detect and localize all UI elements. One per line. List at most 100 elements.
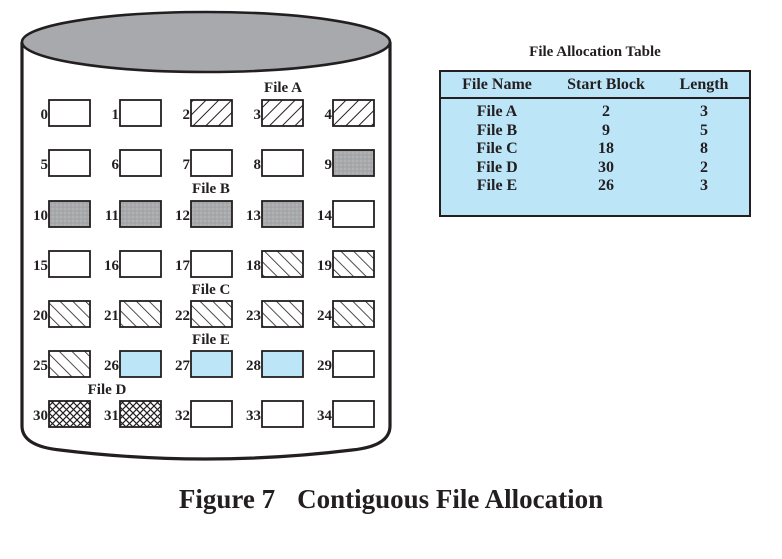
disk-block-29: 29 [317,350,375,378]
disk-block-13: 13 [246,200,304,228]
block-free [119,250,162,278]
block-file-e [261,350,304,378]
block-free [190,250,233,278]
figure-title: Contiguous File Allocation [297,484,604,514]
block-number: 32 [175,408,190,424]
fat-header-row: File Name Start Block Length [441,72,749,99]
disk-block-2: 2 [183,99,233,127]
disk-block-18: 18 [246,250,304,278]
block-number: 7 [183,157,191,173]
block-number: 15 [33,258,48,274]
fat-cell-length: 8 [700,140,708,157]
block-file-c [119,300,162,328]
disk-block-30: 30 [33,400,91,428]
fat-cell-file-name: File E [476,177,518,194]
cylinder-top [20,10,392,74]
block-free [48,250,91,278]
disk-block-22: 22 [175,300,233,328]
block-file-b [48,200,91,228]
file-label-c: File C [192,282,231,298]
fat-cell-start-block: 9 [602,121,610,139]
disk-block-7: 7 [183,149,233,177]
fat-cell-file-name: File C [476,140,518,157]
block-number: 28 [246,358,261,374]
block-free [119,99,162,127]
block-number: 1 [112,107,120,123]
block-number: 3 [254,107,262,123]
disk-block-14: 14 [317,200,375,228]
block-number: 4 [325,107,333,123]
fat-cell-length: 3 [700,103,708,120]
block-number: 8 [254,157,262,173]
file-allocation-table: File Name Start Block Length File A 2 3 … [439,70,751,217]
block-free [261,400,304,428]
block-number: 20 [33,308,48,324]
block-number: 12 [175,208,190,224]
block-free [119,149,162,177]
disk-block-0: 0 [41,99,91,127]
disk-block-4: 4 [325,99,375,127]
file-label-d: File D [88,382,127,398]
block-number: 34 [317,408,333,424]
disk-block-32: 32 [175,400,233,428]
block-number: 21 [104,308,119,324]
block-number: 14 [317,208,333,224]
block-file-e [119,350,162,378]
block-file-c [48,300,91,328]
block-number: 23 [246,308,261,324]
block-file-b [119,200,162,228]
block-file-a [261,99,304,127]
block-file-a [190,99,233,127]
block-file-c [261,300,304,328]
fat-title: File Allocation Table [529,44,661,60]
block-file-a [332,99,375,127]
block-number: 6 [112,157,120,173]
fat-row: File E 26 3 [441,177,749,196]
disk-block-3: 3 [254,99,304,127]
fat-cell-start-block: 2 [602,103,610,120]
block-number: 18 [246,258,261,274]
block-number: 26 [104,358,120,374]
block-file-b [261,200,304,228]
block-file-c [332,250,375,278]
figure-number: Figure 7 [178,484,276,514]
disk-block-27: 27 [175,350,233,378]
disk-block-8: 8 [254,149,304,177]
fat-cell-length: 5 [700,121,708,139]
fat-row: File A 2 3 [441,103,749,122]
fat-cell-file-name: File D [476,158,518,176]
disk-block-16: 16 [104,250,162,278]
block-number: 22 [175,308,190,324]
disk-block-1: 1 [112,99,162,127]
fat-cell-file-name: File B [476,121,518,139]
block-number: 24 [317,308,333,324]
fat-row: File C 18 8 [441,140,749,159]
disk-block-5: 5 [41,149,91,177]
block-file-c [48,350,91,378]
disk-block-33: 33 [246,400,304,428]
disk-block-15: 15 [33,250,91,278]
file-label-a: File A [264,80,302,96]
disk-block-11: 11 [105,200,162,228]
disk-block-31: 31 [104,400,162,428]
block-free [190,149,233,177]
fat-body: File A 2 3 File B 9 5 File C 18 8 File D… [441,99,749,196]
block-file-c [190,300,233,328]
fat-header-file-name: File Name [462,75,532,93]
disk-block-25: 25 [33,350,91,378]
fat-cell-start-block: 30 [598,158,614,176]
block-free [190,400,233,428]
fat-row: File D 30 2 [441,159,749,178]
disk-block-6: 6 [112,149,162,177]
disk-block-28: 28 [246,350,304,378]
fat-cell-start-block: 18 [598,140,614,157]
fat-header-length: Length [679,75,729,93]
disk-block-19: 19 [317,250,375,278]
block-free [332,350,375,378]
block-file-d [48,400,91,428]
block-number: 10 [33,208,48,224]
block-number: 25 [33,358,48,374]
block-number: 16 [104,258,120,274]
fat-cell-start-block: 26 [598,177,614,194]
